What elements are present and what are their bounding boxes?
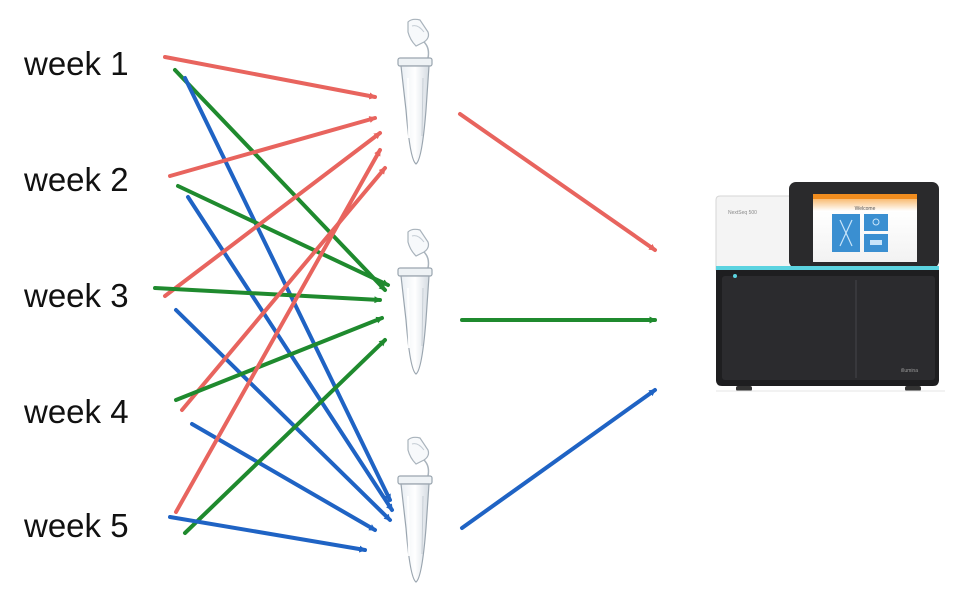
red-arrow xyxy=(163,131,382,298)
blue-arrow xyxy=(168,515,367,553)
green-arrow xyxy=(174,316,384,402)
green-arrow xyxy=(173,68,387,292)
green-arrow xyxy=(153,286,382,304)
green-arrow xyxy=(183,338,387,535)
week-label-5: week 5 xyxy=(24,507,129,544)
red-arrow xyxy=(174,148,382,514)
microcentrifuge-tube-icon xyxy=(397,436,433,583)
week-label-4: week 4 xyxy=(24,393,129,430)
red-arrow xyxy=(168,116,377,178)
microcentrifuge-tube-icon xyxy=(397,228,433,375)
week-label-2: week 2 xyxy=(24,161,129,198)
red-arrow xyxy=(458,112,657,252)
red-arrow xyxy=(180,166,387,412)
instrument-logo: illumina xyxy=(901,368,918,374)
sequencer-instrument-icon: NextSeq 500 Welcome illumina xyxy=(715,182,945,392)
tubes xyxy=(397,18,433,583)
red-arrow xyxy=(163,55,377,100)
instrument-screen-title: Welcome xyxy=(855,206,876,212)
arrows xyxy=(153,55,657,553)
blue-arrow xyxy=(190,422,377,532)
instrument-brand-text: NextSeq 500 xyxy=(728,210,757,216)
microcentrifuge-tube-icon xyxy=(397,18,433,165)
week-label-3: week 3 xyxy=(24,277,129,314)
week-label-1: week 1 xyxy=(24,45,129,82)
blue-arrow xyxy=(460,388,657,530)
blue-arrow xyxy=(174,308,392,522)
green-arrow xyxy=(176,184,390,287)
blue-arrow xyxy=(183,76,392,502)
